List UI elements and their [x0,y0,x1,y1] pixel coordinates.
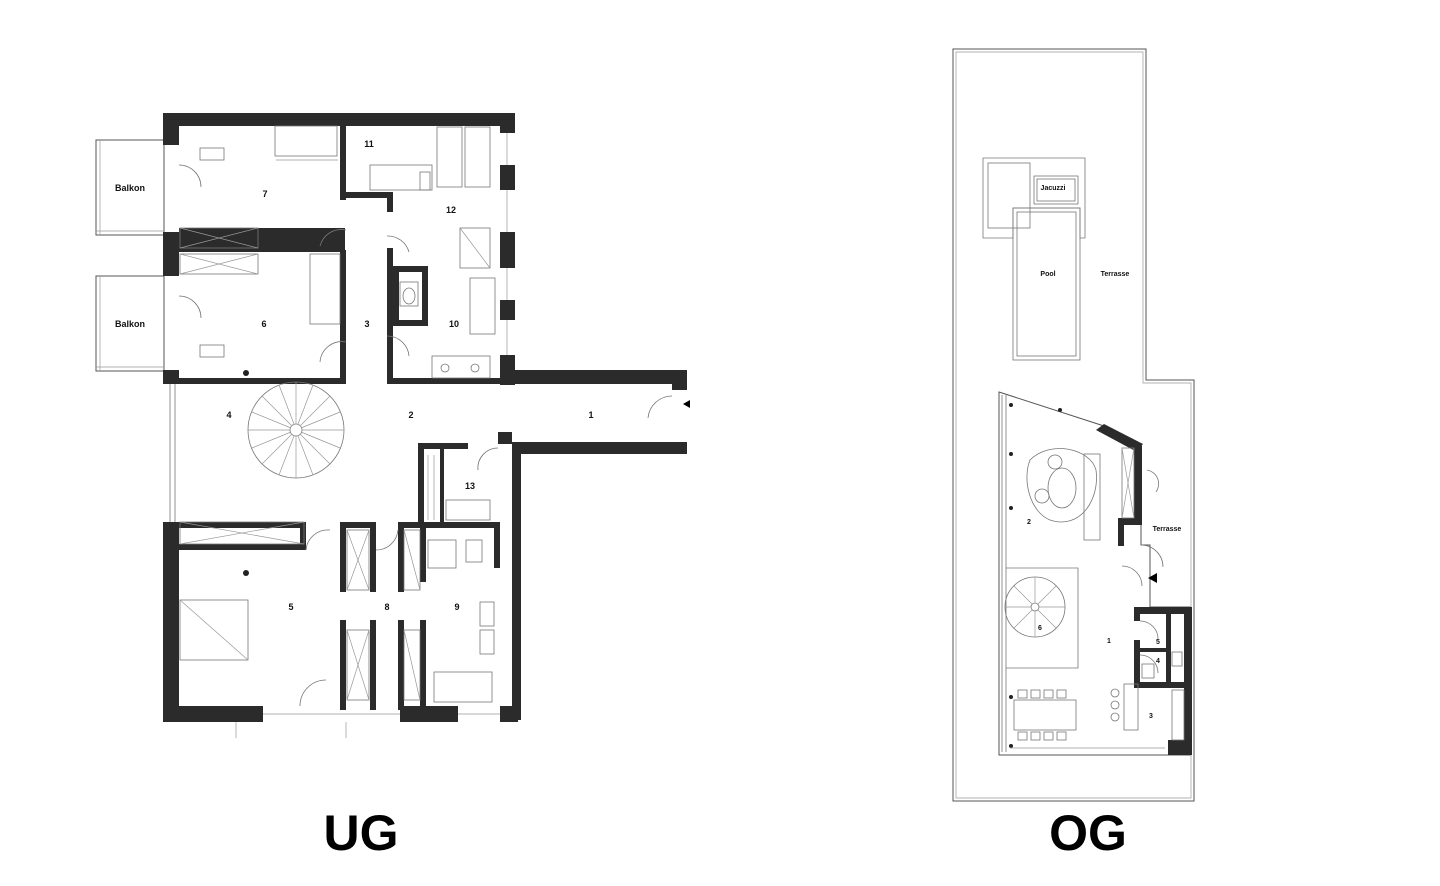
og-label-terrasse-side: Terrasse [1153,526,1182,533]
ug-label-room-6: 6 [261,319,266,329]
ug-label-room-13: 13 [465,481,475,491]
og-spiral-stair [1004,567,1079,669]
ug-label-room-11: 11 [364,139,374,149]
ug-label-room-5: 5 [288,602,293,612]
og-plan-title: OG [1049,805,1127,861]
ug-label-room-4: 4 [226,410,231,420]
og-fixtures [1004,403,1185,749]
og-room-labels: Jacuzzi Pool Terrasse Terrasse 2 6 1 5 4… [1027,185,1181,720]
og-label-room-1: 1 [1107,638,1111,645]
og-terrace-outline [952,48,1195,802]
ug-balcony-top [95,139,165,236]
ug-label-balkon-bottom: Balkon [115,319,145,329]
ug-spiral-stair [247,381,345,479]
og-jacuzzi [1033,175,1079,205]
ug-label-room-7: 7 [262,189,267,199]
og-label-pool: Pool [1040,271,1055,278]
og-pool-area [982,157,1086,361]
og-floor-plan: Jacuzzi Pool Terrasse Terrasse 2 6 1 5 4… [952,48,1195,861]
og-label-room-5: 5 [1156,639,1160,646]
ug-label-balkon-top: Balkon [115,183,145,193]
og-label-room-4: 4 [1156,658,1160,665]
og-label-room-6: 6 [1038,625,1042,632]
og-label-room-3: 3 [1149,713,1153,720]
ug-floor-plan: Balkon Balkon 7 11 12 6 3 10 4 2 1 13 5 … [95,113,690,861]
ug-label-room-8: 8 [384,602,389,612]
ug-room-labels: Balkon Balkon 7 11 12 6 3 10 4 2 1 13 5 … [115,139,594,612]
ug-label-room-10: 10 [449,319,459,329]
og-label-room-2: 2 [1027,519,1031,526]
ug-plan-title: UG [324,805,399,861]
ug-label-room-12: 12 [446,205,456,215]
ug-label-room-1: 1 [588,410,593,420]
og-pool [1012,207,1081,361]
ug-label-room-2: 2 [408,410,413,420]
ug-fixtures [169,125,690,738]
og-label-terrasse-top: Terrasse [1101,271,1130,278]
ug-label-room-3: 3 [364,319,369,329]
og-label-jacuzzi: Jacuzzi [1041,185,1066,192]
ug-walls [163,113,687,722]
og-walls [998,391,1192,756]
ug-balcony-bottom [95,275,165,372]
ug-label-room-9: 9 [454,602,459,612]
